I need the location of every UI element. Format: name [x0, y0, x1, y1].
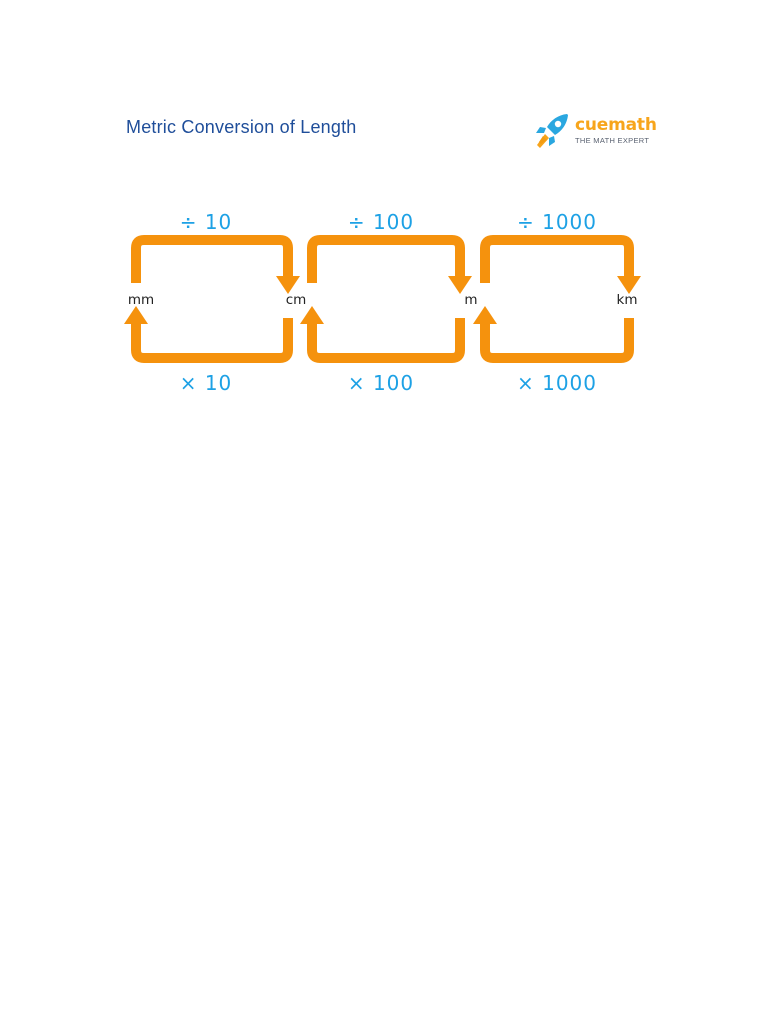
conversion-loop-mm-cm: ÷ 10 × 10	[124, 210, 300, 395]
conversion-loop-m-km: ÷ 1000 × 1000	[473, 210, 641, 395]
divide-arrowhead	[448, 276, 472, 294]
multiply-label: × 1000	[517, 371, 597, 395]
multiply-arrowhead	[124, 306, 148, 324]
divide-arrowhead	[617, 276, 641, 294]
conversion-loop-cm-m: ÷ 100 × 100	[300, 210, 472, 395]
page-title: Metric Conversion of Length	[126, 117, 357, 137]
multiply-label: × 10	[180, 371, 233, 395]
multiply-arrowhead	[473, 306, 497, 324]
unit-label-m: m	[464, 292, 477, 308]
conversion-diagram: ÷ 10 × 10 ÷ 100 × 100 ÷ 1000 × 1000 mm c…	[124, 210, 641, 395]
divide-arrowhead	[276, 276, 300, 294]
divide-arrow	[307, 235, 465, 283]
multiply-arrow	[131, 318, 293, 363]
rocket-icon	[536, 114, 568, 148]
unit-label-cm: cm	[286, 292, 307, 308]
logo-wordmark: cuemath	[575, 115, 657, 135]
multiply-label: × 100	[348, 371, 414, 395]
cuemath-logo: cuemath THE MATH EXPERT	[534, 112, 664, 152]
unit-label-mm: mm	[128, 292, 154, 308]
logo-tagline: THE MATH EXPERT	[575, 136, 650, 145]
unit-label-km: km	[617, 292, 638, 308]
divide-label: ÷ 10	[180, 210, 233, 234]
divide-arrow	[131, 235, 293, 283]
divide-label: ÷ 1000	[517, 210, 597, 234]
multiply-arrow	[307, 318, 465, 363]
divide-arrow	[480, 235, 634, 283]
divide-label: ÷ 100	[348, 210, 414, 234]
multiply-arrowhead	[300, 306, 324, 324]
multiply-arrow	[480, 318, 634, 363]
